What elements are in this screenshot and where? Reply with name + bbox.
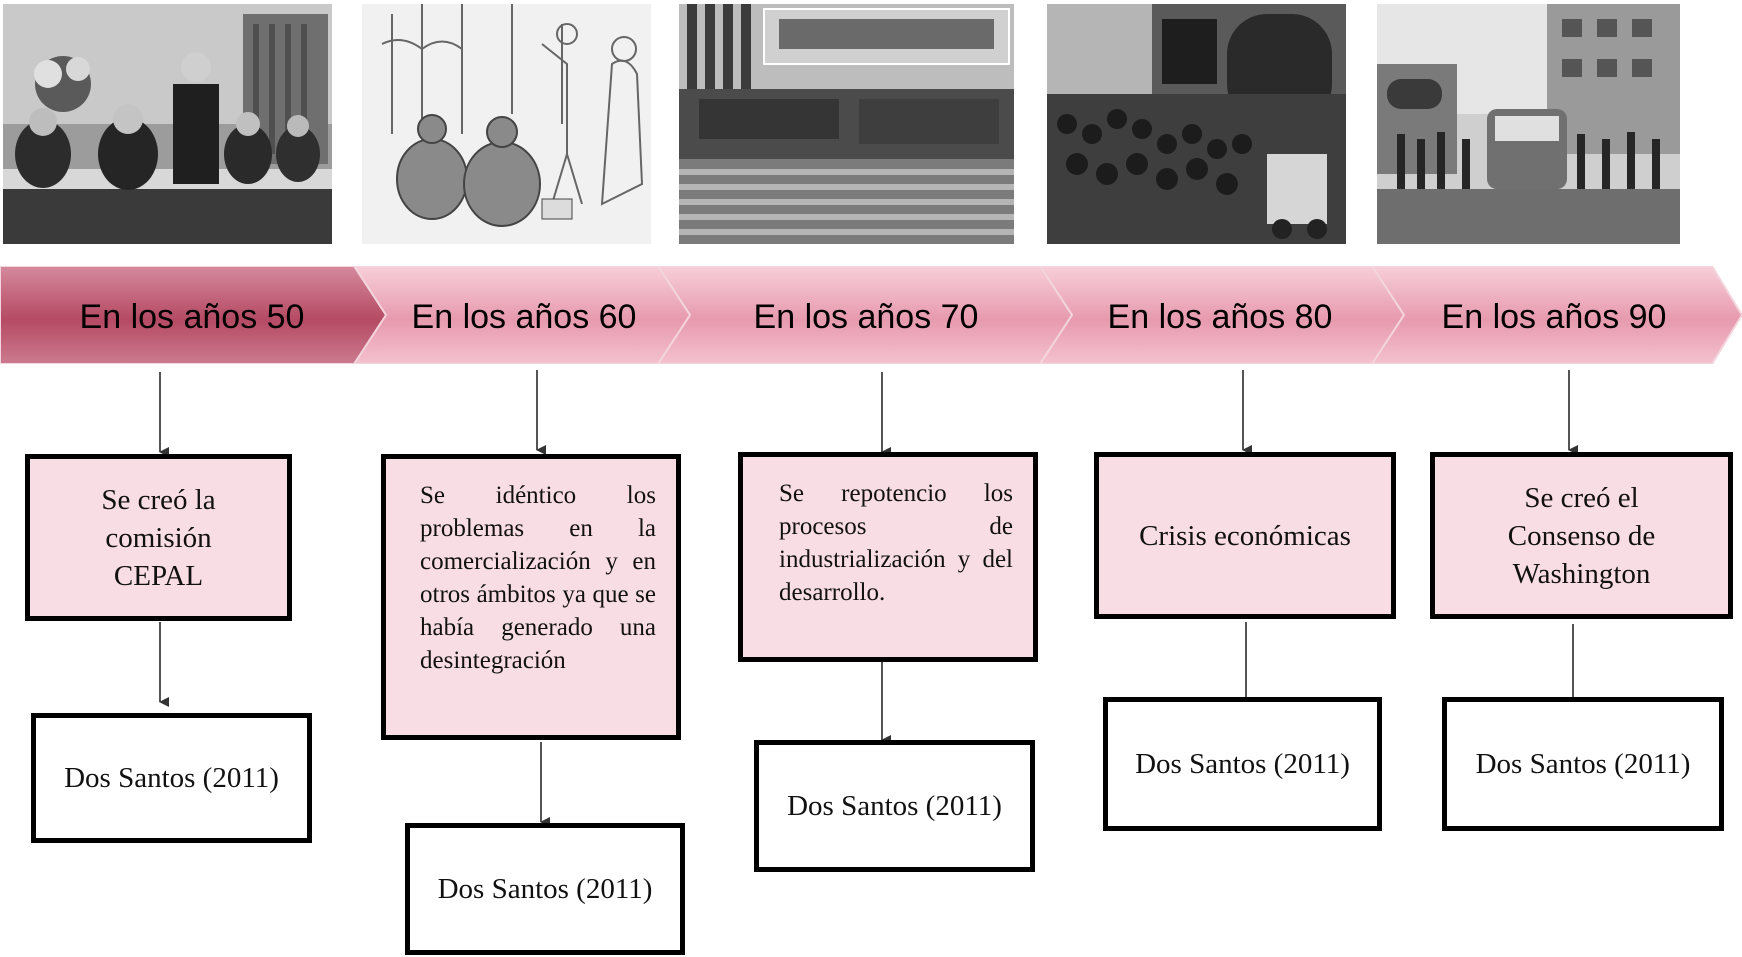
source-text-60s: Dos Santos (2011) [437, 872, 653, 905]
timeline-label-90s: En los años 90 [1442, 298, 1667, 336]
timeline-ribbon: En los años 50 En los años 60 En los año… [0, 266, 1742, 364]
source-box-80s: Dos Santos (2011) [1103, 697, 1382, 831]
photo-conference [3, 4, 332, 244]
source-box-90s: Dos Santos (2011) [1442, 697, 1724, 831]
event-text-60s: Se idéntico los problemas en la comercia… [420, 482, 656, 674]
photo-street-bus [1377, 4, 1680, 244]
event-text-80s: Crisis económicas [1139, 519, 1351, 552]
photo-factory [679, 4, 1014, 244]
source-text-90s: Dos Santos (2011) [1475, 747, 1691, 780]
timeline-label-60s: En los años 60 [412, 298, 637, 336]
source-text-50s: Dos Santos (2011) [64, 761, 279, 794]
event-text-70s: Se repotencio los procesos de industrial… [779, 480, 1013, 606]
street-bus-photo [1377, 4, 1680, 244]
photo-bank-crowd [1047, 4, 1346, 244]
timeline-label-70s: En los años 70 [754, 298, 979, 336]
source-box-60s: Dos Santos (2011) [405, 823, 685, 955]
event-text-90s: Se creó el Consenso de Washington [1507, 481, 1656, 590]
conference-panel-photo [3, 4, 332, 244]
sketch-illustration [362, 4, 651, 244]
source-text-70s: Dos Santos (2011) [787, 789, 1002, 822]
timeline-label-80s: En los años 80 [1108, 298, 1333, 336]
photo-sketch [362, 4, 651, 244]
event-box-60s: Se idéntico los problemas en la comercia… [381, 454, 681, 740]
event-box-50s: Se creó la comisión CEPAL [25, 454, 292, 621]
event-box-90s: Se creó el Consenso de Washington [1430, 452, 1733, 619]
event-text-50s: Se creó la comisión CEPAL [101, 483, 216, 592]
source-text-80s: Dos Santos (2011) [1135, 747, 1350, 780]
event-box-80s: Crisis económicas [1094, 452, 1396, 619]
source-box-70s: Dos Santos (2011) [754, 740, 1035, 872]
source-box-50s: Dos Santos (2011) [31, 713, 312, 843]
industrial-factory-photo [679, 4, 1014, 244]
bank-crowd-photo [1047, 4, 1346, 244]
event-box-70s: Se repotencio los procesos de industrial… [738, 452, 1038, 662]
timeline-segment-50s-shape [0, 266, 388, 364]
timeline-label-50s: En los años 50 [80, 298, 305, 336]
timeline-ribbon-graphic: En los años 50 En los años 60 En los año… [0, 266, 1742, 364]
